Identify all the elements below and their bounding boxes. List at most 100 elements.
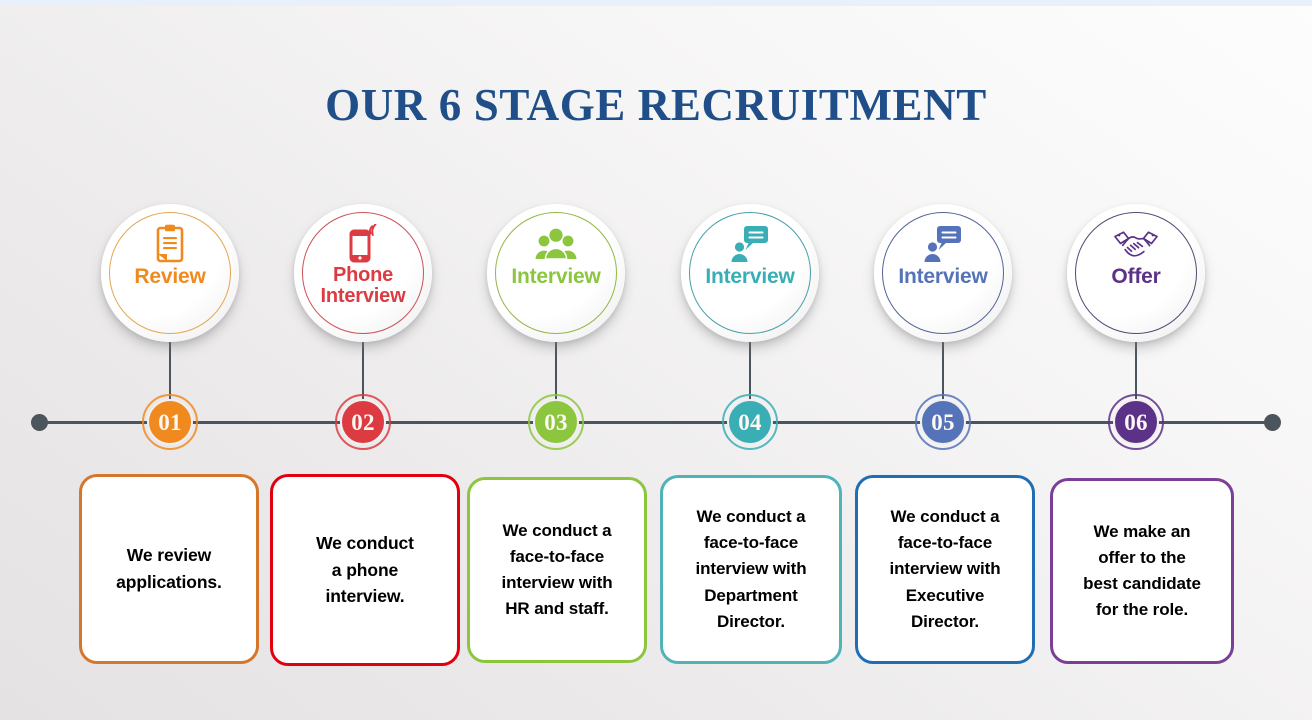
description-line: HR and staff. <box>505 599 609 619</box>
description-line: face-to-face <box>509 546 605 566</box>
description-box-02: We conduct a phone interview. <box>270 474 460 666</box>
stage-circle-04[interactable]: Interview <box>681 204 819 342</box>
marker-disc: 05 <box>920 399 966 445</box>
description-line: We conduct <box>316 532 414 553</box>
marker-number: 02 <box>351 409 375 435</box>
circle-face: Interview <box>681 204 819 342</box>
stage-stem-05 <box>942 342 944 404</box>
marker-disc: 01 <box>147 399 193 445</box>
description-line: interview with <box>889 559 1001 579</box>
description-line: Executive <box>905 585 985 605</box>
description-line: offer to the <box>1098 547 1186 567</box>
stage-circle-01[interactable]: Review <box>101 204 239 342</box>
marker-outer-ring <box>1108 394 1164 450</box>
description-line: face-to-face <box>897 533 993 553</box>
marker-disc: 04 <box>727 399 773 445</box>
person-speech-bubble-icon <box>920 224 966 264</box>
marker-number: 05 <box>931 409 955 435</box>
stage-label-line: Offer <box>1111 265 1161 288</box>
marker-outer-ring <box>528 394 584 450</box>
marker-outer-ring <box>335 394 391 450</box>
circle-face: Review <box>101 204 239 342</box>
description-line: Director. <box>910 611 980 631</box>
description-line: interview with <box>695 559 807 579</box>
clipboard-icon <box>147 224 193 264</box>
description-box-06: We make an offer to the best candidate for … <box>1050 478 1234 664</box>
timeline-marker-03[interactable]: 03 <box>528 394 584 450</box>
description-text: We review applications. <box>116 542 222 596</box>
marker-disc: 03 <box>533 399 579 445</box>
description-line: face-to-face <box>703 533 799 553</box>
marker-number: 03 <box>544 409 568 435</box>
description-line: We conduct a <box>890 507 1000 527</box>
timeline-marker-04[interactable]: 04 <box>722 394 778 450</box>
stage-circle-05[interactable]: Interview <box>874 204 1012 342</box>
stage-title-review-01: Review <box>134 266 205 288</box>
stage-label-line: Interview <box>320 284 406 307</box>
marker-number: 06 <box>1124 409 1148 435</box>
description-line: We conduct a <box>696 507 806 527</box>
description-box-01: We review applications. <box>79 474 259 664</box>
page-title: OUR 6 STAGE RECRUITMENT <box>325 80 987 130</box>
marker-disc: 02 <box>340 399 386 445</box>
marker-number: 01 <box>158 409 182 435</box>
marker-outer-ring <box>722 394 778 450</box>
circle-face: Offer <box>1067 204 1205 342</box>
timeline-marker-06[interactable]: 06 <box>1108 394 1164 450</box>
stage-label-line: Interview <box>511 265 601 288</box>
group-people-icon <box>533 224 579 264</box>
stage-title-interview-05: Interview <box>898 266 987 288</box>
timeline-marker-02[interactable]: 02 <box>335 394 391 450</box>
description-line: We review <box>126 545 212 566</box>
stage-label-line: Phone <box>332 264 394 286</box>
stage-stem-03 <box>555 342 557 404</box>
stage-stem-01 <box>169 342 171 404</box>
description-line: We conduct a <box>502 520 612 540</box>
description-line: interview. <box>325 586 405 607</box>
marker-disc: 06 <box>1113 399 1159 445</box>
stage-label-line: Interview <box>705 265 795 288</box>
stage-label-line: Interview <box>898 265 988 288</box>
description-line: interview with <box>501 573 613 592</box>
stage-circle-06[interactable]: Offer <box>1067 204 1205 342</box>
description-line: a phone <box>331 559 399 580</box>
description-line: We make an <box>1093 521 1191 541</box>
timeline-left-cap-dot <box>31 414 48 431</box>
timeline-line <box>36 421 1276 424</box>
timeline-marker-05[interactable]: 05 <box>915 394 971 450</box>
description-line: for the role. <box>1095 600 1189 620</box>
marker-outer-ring <box>915 394 971 450</box>
description-line: best candidate <box>1083 574 1201 593</box>
circle-face: Interview <box>874 204 1012 342</box>
stage-circle-03[interactable]: Interview <box>487 204 625 342</box>
person-speech-bubble-icon <box>727 224 773 264</box>
marker-outer-ring <box>142 394 198 450</box>
handshake-icon <box>1113 224 1159 264</box>
stage-title-interview-04: Interview <box>705 266 794 288</box>
circle-face: Interview <box>487 204 625 342</box>
timeline-marker-01[interactable]: 01 <box>142 394 198 450</box>
mobile-phone-signal-icon <box>340 224 386 264</box>
description-line: Director. <box>716 611 786 631</box>
timeline-right-cap-dot <box>1264 414 1281 431</box>
stage-stem-02 <box>362 342 364 404</box>
description-line: Department <box>704 585 798 605</box>
marker-number: 04 <box>738 409 762 435</box>
stage-stem-04 <box>749 342 751 404</box>
stage-title-interview-03: Interview <box>511 266 600 288</box>
stage-title-offer-06: Offer <box>1111 266 1160 288</box>
description-text: We conduct a phone interview. <box>316 530 414 611</box>
stage-stem-06 <box>1135 342 1137 404</box>
description-text: We make an offer to the best candidate for … <box>1083 519 1201 624</box>
description-line: applications. <box>116 572 222 592</box>
